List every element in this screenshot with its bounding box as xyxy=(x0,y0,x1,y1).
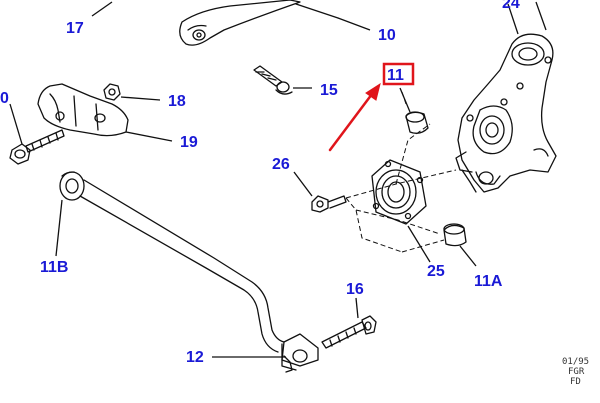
assembly-guide-lines xyxy=(345,91,457,253)
callout-12: 12 xyxy=(186,349,204,366)
part-16-bolt xyxy=(321,297,377,349)
callout-11a: 11A xyxy=(474,273,503,290)
red-arrow-icon xyxy=(328,82,381,152)
leader-18 xyxy=(120,96,161,101)
part-19-bracket xyxy=(37,83,173,142)
leader-11a xyxy=(459,245,477,267)
leader-24 xyxy=(507,3,519,35)
part-0-bolt xyxy=(9,103,65,165)
callout-0: 0 xyxy=(0,90,9,107)
leader-25 xyxy=(407,225,431,263)
leader-26 xyxy=(293,171,313,197)
part-25-wheel-bearing xyxy=(371,159,431,263)
leader-19 xyxy=(125,131,173,142)
callout-11b: 11B xyxy=(40,259,68,276)
stamp-date: 01/95 xyxy=(562,357,589,367)
callout-18: 18 xyxy=(168,93,186,110)
leader-17 xyxy=(91,1,113,17)
stamp-code: FD xyxy=(570,377,581,387)
leader-11b xyxy=(55,199,63,257)
part-11b-lower-arm xyxy=(55,171,319,373)
part-18-nut xyxy=(103,83,161,101)
callout-10: 10 xyxy=(378,27,396,44)
leader-11 xyxy=(399,87,411,113)
callout-16: 16 xyxy=(346,281,364,298)
part-11a-bushing xyxy=(443,223,477,267)
leader-10 xyxy=(337,17,371,31)
callout-19: 19 xyxy=(180,134,198,151)
part-24-steering-knuckle xyxy=(455,1,557,193)
callout-15: 15 xyxy=(320,82,338,99)
part-11-bushing xyxy=(399,87,429,134)
callout-11: 11 xyxy=(387,67,404,84)
part-10-upper-arm xyxy=(179,0,339,46)
callout-25: 25 xyxy=(427,263,445,280)
part-15-bolt xyxy=(253,65,312,95)
stamp-plant: FGR xyxy=(568,367,585,377)
callout-17: 17 xyxy=(66,20,84,37)
leader-16 xyxy=(355,297,359,319)
highlight-box xyxy=(382,62,415,86)
part-26-bolt xyxy=(293,171,347,213)
callout-26: 26 xyxy=(272,156,290,173)
callout-24: 24 xyxy=(502,0,520,12)
